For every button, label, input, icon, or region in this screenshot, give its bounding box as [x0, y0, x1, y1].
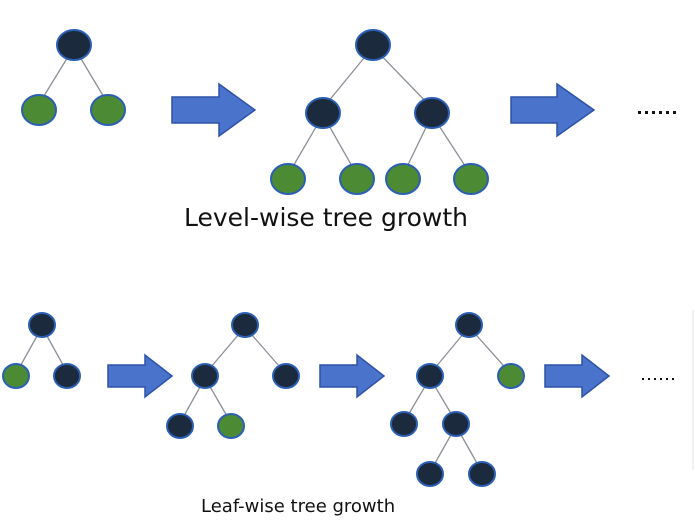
internal-node: [231, 312, 259, 338]
internal-node: [28, 312, 56, 338]
growth-arrow: [171, 82, 257, 138]
leaf-node: [53, 363, 81, 389]
leaf-node: [217, 413, 245, 439]
leaf-node: [339, 163, 375, 195]
internal-node: [442, 411, 470, 437]
leaf-node: [90, 94, 126, 126]
leaf-node: [468, 461, 496, 487]
level-wise-tree-1: [21, 29, 126, 126]
growth-arrow: [107, 353, 174, 399]
leaf-wise-caption: Leaf-wise tree growth: [201, 496, 396, 517]
growth-arrow: [544, 353, 611, 399]
leaf-node: [272, 363, 300, 389]
continuation-dots: [642, 378, 674, 380]
leaf-wise-tree-3: [390, 312, 525, 487]
leaf-wise-tree-2: [166, 312, 300, 439]
internal-node: [56, 29, 92, 61]
internal-node: [414, 97, 450, 129]
leaf-node: [416, 461, 444, 487]
growth-arrow: [510, 82, 596, 138]
internal-node: [355, 29, 391, 61]
leaf-node: [497, 363, 525, 389]
level-wise-caption: Level-wise tree growth: [184, 203, 468, 232]
internal-node: [305, 97, 341, 129]
level-wise-tree-2: [270, 29, 489, 195]
leaf-node: [166, 413, 194, 439]
leaf-node: [385, 163, 421, 195]
internal-node: [416, 363, 444, 389]
leaf-node: [390, 411, 418, 437]
leaf-node: [2, 363, 30, 389]
continuation-dots: [638, 111, 676, 114]
growth-arrow: [319, 353, 386, 399]
leaf-node: [21, 94, 57, 126]
leaf-node: [270, 163, 306, 195]
leaf-wise-tree-1: [2, 312, 81, 389]
internal-node: [191, 363, 219, 389]
internal-node: [455, 312, 483, 338]
leaf-node: [453, 163, 489, 195]
